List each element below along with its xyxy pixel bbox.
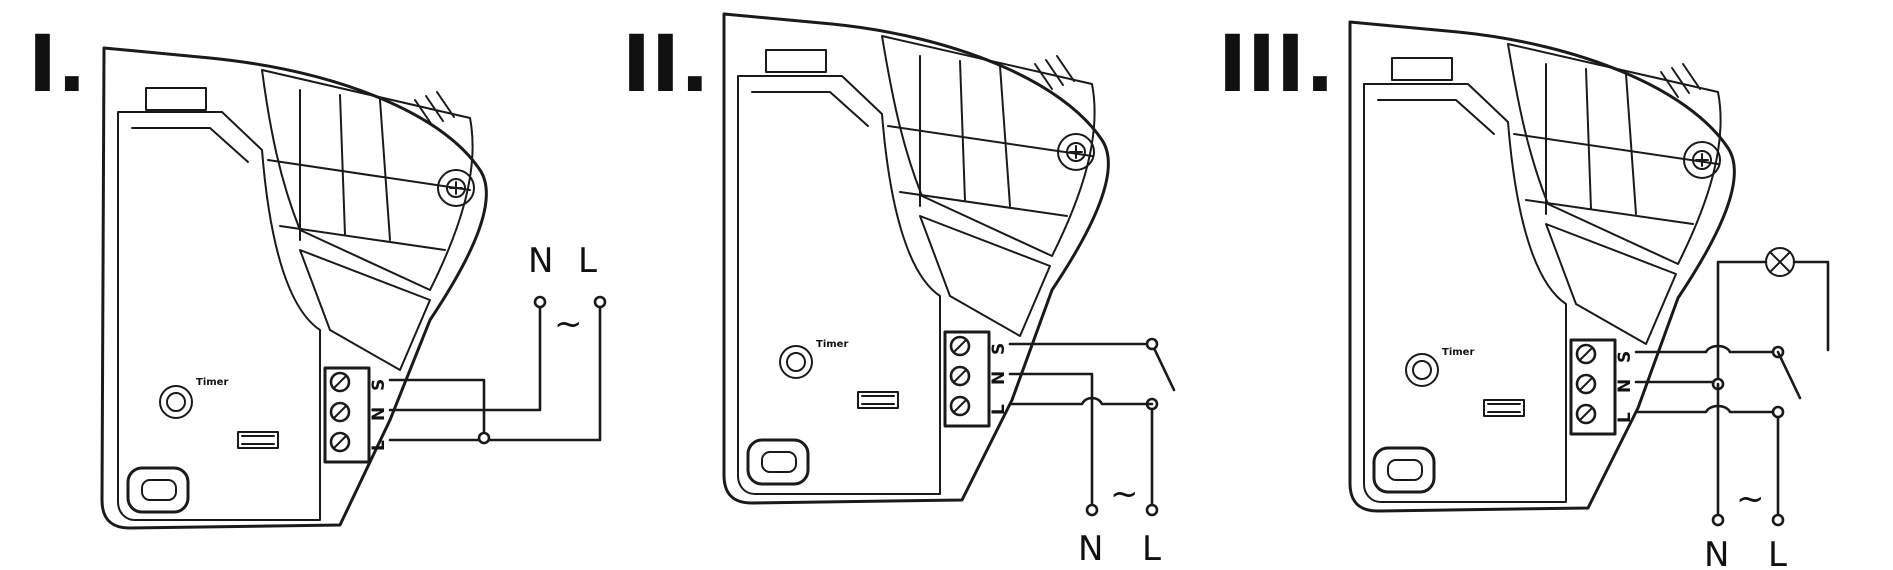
device-housing	[722, 12, 1110, 505]
timer-label: Timer	[196, 377, 228, 388]
diagram-numeral: III.	[1218, 20, 1335, 110]
device-drawing: Timer S N L N L ~	[100, 46, 607, 530]
device-drawing: Timer S N L ~ N L	[722, 12, 1176, 569]
supply-l-label: L	[1142, 529, 1161, 569]
device-housing	[1348, 20, 1736, 513]
timer-button	[1405, 353, 1439, 387]
terminal-s-label: S	[1615, 351, 1635, 363]
wire-n	[1008, 372, 1094, 512]
wire-l	[1008, 396, 1154, 406]
mount-hole	[1372, 446, 1436, 494]
terminal-n-label: N	[1615, 379, 1635, 393]
screw	[1683, 141, 1721, 179]
supply-l-label: L	[578, 241, 597, 281]
supply-symbol: ~	[554, 304, 583, 344]
timer-label: Timer	[1442, 347, 1474, 358]
wire-s	[1634, 344, 1780, 354]
mount-hole	[126, 466, 190, 514]
supply-symbol: ~	[1110, 474, 1139, 514]
wire-l	[388, 304, 602, 442]
top-clip	[1391, 57, 1453, 81]
mount-hole	[746, 438, 810, 486]
terminal-n-label: N	[369, 407, 389, 421]
screw	[437, 169, 475, 207]
supply-n-label: N	[1704, 535, 1729, 570]
supply-n-label: N	[528, 241, 553, 281]
wiring-diagram-2: II. Timer S N L	[622, 0, 1222, 570]
terminal-block	[943, 330, 991, 428]
lamp-wire-left	[1716, 260, 1768, 386]
dial-segment	[881, 35, 1096, 257]
device-drawing: Timer S N L ~ N L	[1348, 20, 1830, 570]
wiring-diagram-3: III. Timer S N L	[1218, 0, 1830, 570]
wire-s	[388, 378, 486, 440]
slot	[237, 431, 279, 449]
wire-l	[1634, 404, 1780, 522]
terminal-block	[1569, 338, 1617, 436]
diagram-numeral: I.	[28, 20, 87, 110]
switch-lever	[1776, 350, 1802, 400]
inner-panel	[1363, 83, 1567, 503]
inner-panel	[737, 75, 941, 495]
terminal-n-label: N	[989, 371, 1009, 385]
terminal-l-label: L	[1615, 412, 1635, 423]
terminal-l-label: L	[989, 404, 1009, 415]
timer-button	[779, 345, 813, 379]
slot	[1483, 399, 1525, 417]
slot	[857, 391, 899, 409]
terminal-block	[323, 366, 371, 464]
lamp-wire-right	[1792, 260, 1830, 352]
wire-n	[388, 304, 542, 412]
terminal-s-label: S	[989, 343, 1009, 355]
supply-l-label: L	[1768, 535, 1787, 570]
wire-s	[1008, 342, 1176, 392]
timer-label: Timer	[816, 339, 848, 350]
diagram-numeral: II.	[622, 20, 710, 110]
dial-segment	[1507, 43, 1722, 265]
inner-panel	[117, 111, 321, 521]
device-housing	[100, 46, 488, 530]
timer-button	[159, 385, 193, 419]
top-clip	[765, 49, 827, 73]
wiring-diagram-1: I. Timer	[0, 0, 607, 570]
supply-n-label: N	[1078, 529, 1103, 569]
top-clip	[145, 87, 207, 111]
terminal-s-label: S	[369, 379, 389, 391]
dial-segment	[261, 69, 474, 291]
supply-symbol: ~	[1736, 479, 1765, 519]
screw	[1057, 133, 1095, 171]
terminal-l-label: L	[369, 440, 389, 451]
